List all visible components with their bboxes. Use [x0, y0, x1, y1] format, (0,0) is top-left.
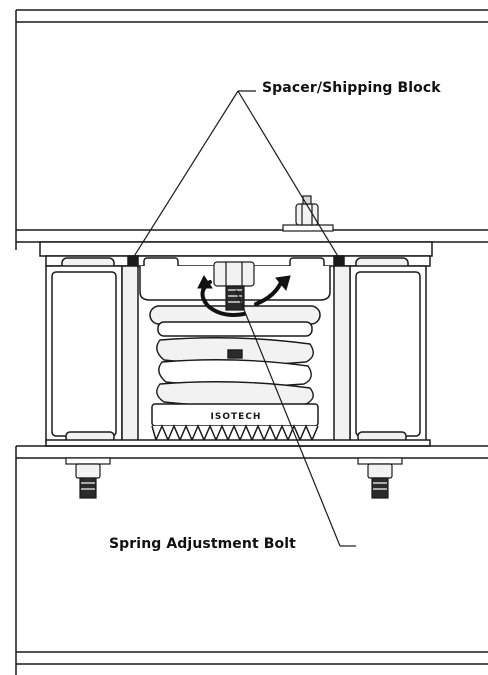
bottom-anchor-bolt-right	[357, 457, 403, 499]
leader-line-adjustment-bolt	[235, 289, 356, 547]
spring-adjustment-bolt-label: Spring Adjustment Bolt	[109, 536, 296, 552]
left-side-pad	[45, 265, 139, 443]
spring-brand-text: ISOTECH	[211, 412, 262, 422]
bottom-anchor-bolt-left	[65, 457, 111, 499]
right-side-pad	[333, 265, 427, 443]
coil-spring	[156, 337, 314, 408]
spacer-shipping-block-label: Spacer/Shipping Block	[262, 80, 441, 96]
top-beam-bolt	[282, 195, 334, 232]
leader-line-spacer-block	[132, 90, 340, 259]
rotation-arrows-icon	[197, 275, 291, 317]
top-steel-beam	[15, 9, 488, 257]
spring-base: ISOTECH	[151, 403, 319, 443]
